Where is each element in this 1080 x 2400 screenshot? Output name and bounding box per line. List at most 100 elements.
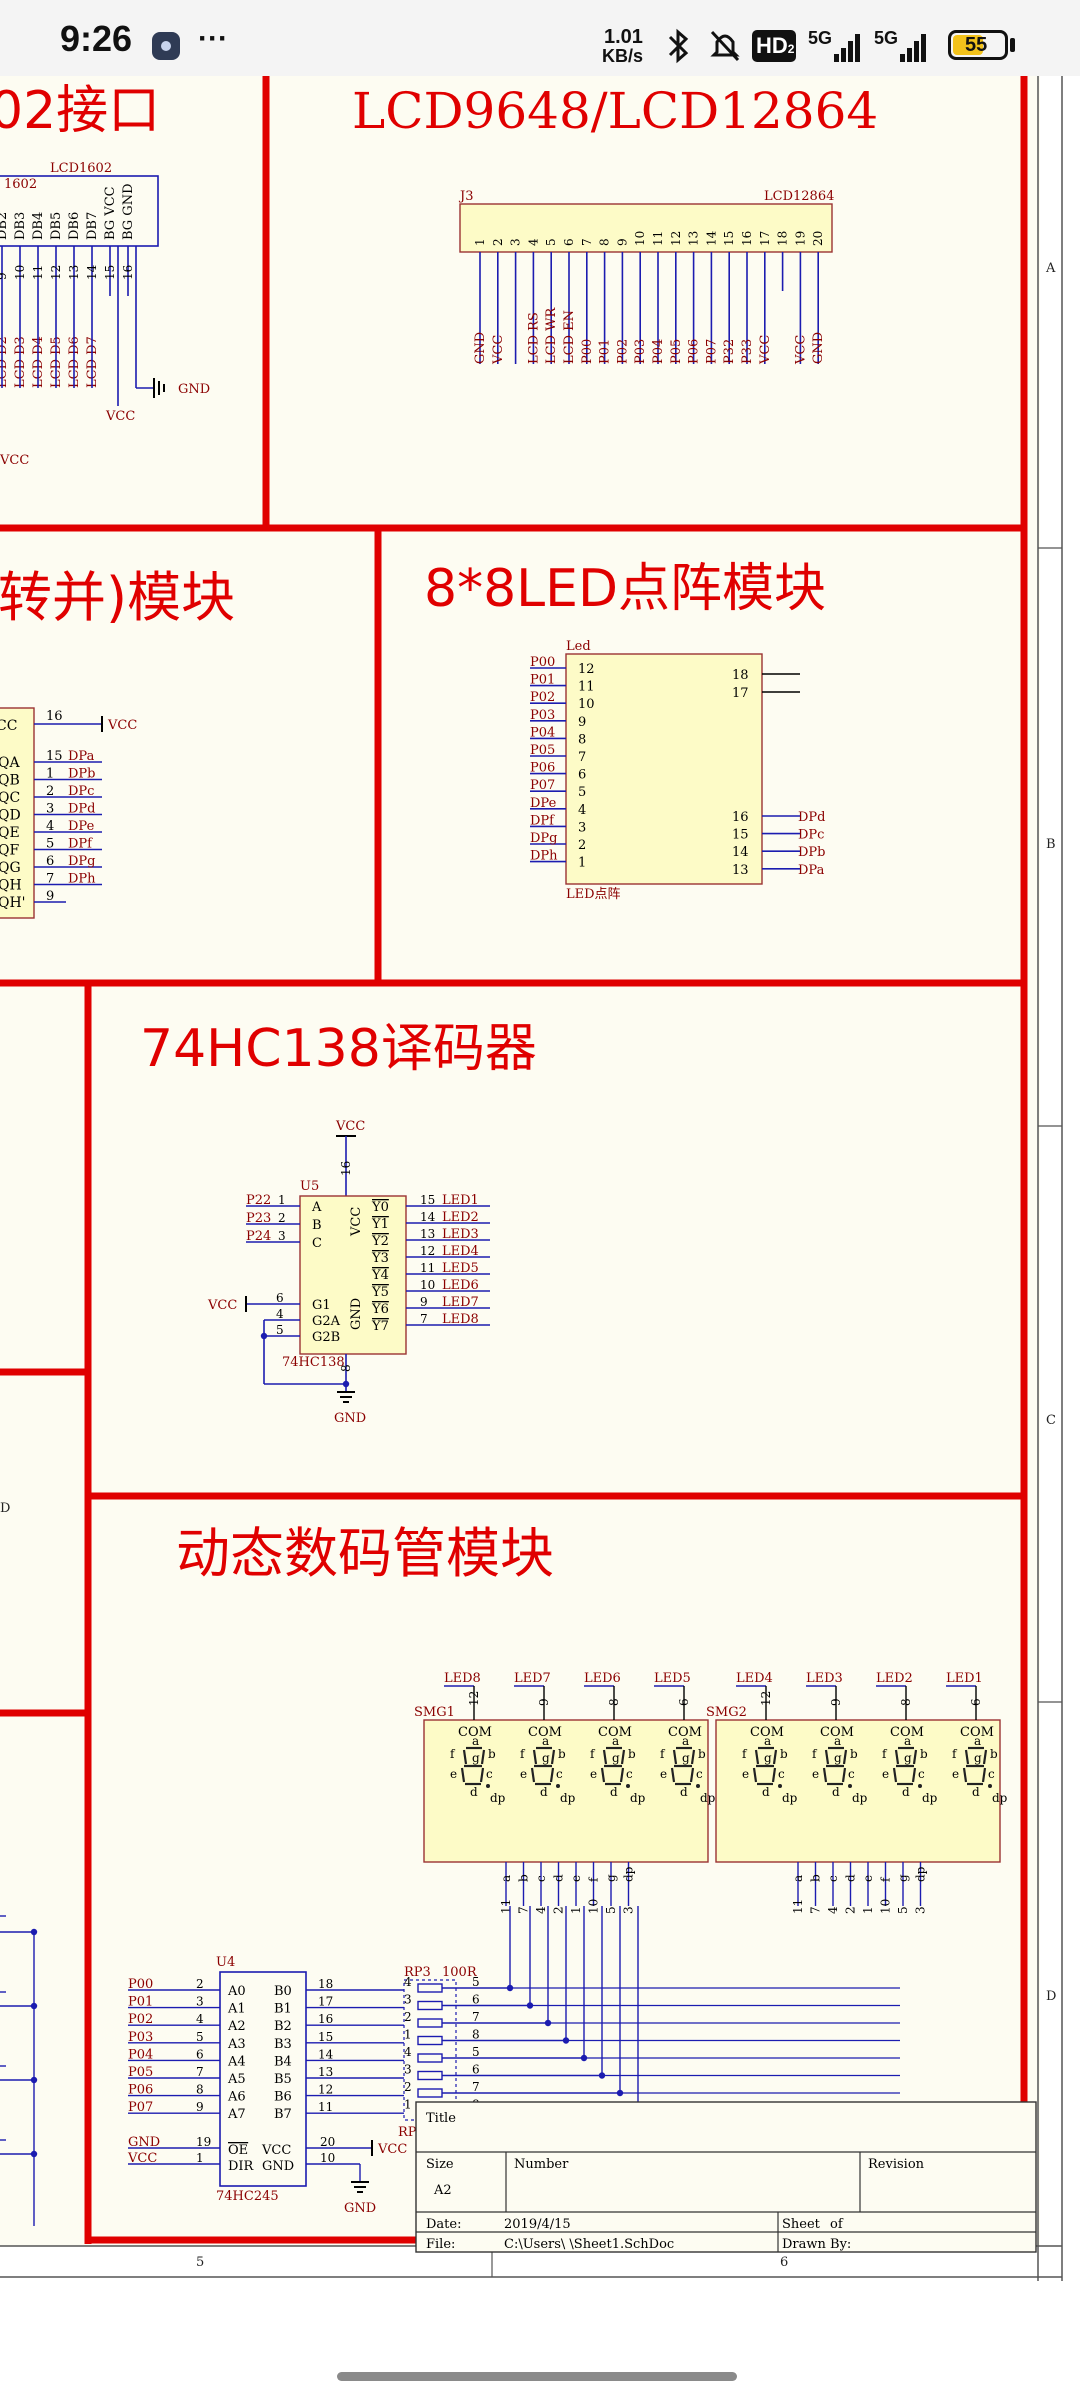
seg-bottom-pin: 1 (569, 1906, 583, 1914)
dec-out-pin-num: 7 (420, 1312, 428, 1326)
dec-out-label: Y7 (371, 1319, 389, 1334)
seg-letter-dp: dp (490, 1791, 506, 1805)
led-net-right: DPd (798, 810, 826, 825)
lcd1602-pin-num: 10 (13, 265, 27, 280)
u4-dir-net: VCC (127, 2151, 157, 2166)
digit-segment (892, 1767, 898, 1783)
j3-pin-num: 12 (669, 231, 683, 246)
j3-ref: J3 (458, 189, 473, 204)
seg-bottom-pin: 10 (587, 1899, 601, 1914)
digit-segment (670, 1767, 676, 1783)
dec-out-label: Y0 (371, 1200, 389, 1215)
seg-letter-b: b (990, 1747, 998, 1761)
digit-dp (556, 1784, 560, 1788)
title-block-sheet-label: Sheet (782, 2217, 821, 2232)
seg-letter-g: g (904, 1751, 912, 1765)
seg-letter-c: c (696, 1767, 703, 1781)
shift-pin-num: 4 (46, 819, 54, 834)
u4-vcc-net: VCC (377, 2142, 407, 2157)
lcd1602-pin-num: 14 (85, 264, 99, 280)
shift-pin-num: 2 (46, 784, 54, 799)
border-col-label: 5 (196, 2255, 204, 2270)
led-pin-num-left: 12 (578, 662, 595, 677)
led-net-right: DPb (798, 845, 826, 860)
dec-gnd: GND (334, 1411, 366, 1426)
seg-letter-a: a (542, 1734, 549, 1748)
j3-net: P00 (580, 339, 595, 364)
u4-out-pin: 16 (318, 2012, 333, 2026)
u4-a-label: A2 (227, 2019, 246, 2034)
led-pin-num-right: 16 (732, 810, 749, 825)
lcd1602-vcc: VCC (105, 409, 135, 424)
dec-in-pin: 3 (278, 1229, 286, 1243)
led-net-left: P02 (530, 690, 555, 705)
seg-bottom-letter: f (879, 1876, 893, 1882)
seg-letter-g: g (682, 1751, 690, 1765)
seg-com-pin-num: 12 (759, 1691, 773, 1706)
dec-in-label: B (312, 1218, 322, 1233)
digit-segment (620, 1749, 626, 1765)
seg-letter-c: c (778, 1767, 785, 1781)
seg-com-label: COM (528, 1725, 562, 1740)
seg-com-label: COM (598, 1725, 632, 1740)
mute-icon (707, 26, 743, 68)
seg-letter-a: a (974, 1734, 981, 1748)
shift-net: DPb (68, 767, 96, 782)
digit-segment (530, 1767, 536, 1783)
lcd1602-pin-name: DB6 (67, 212, 82, 240)
shift-pin-name: QA (0, 755, 20, 771)
digit-segment (912, 1749, 918, 1765)
seg-com-net: LED3 (806, 1671, 843, 1686)
u4-dir-pin: 1 (196, 2151, 204, 2165)
digit-segment (911, 1767, 917, 1783)
led-pin-num-left: 1 (578, 856, 586, 871)
title-block-date-value: 2019/4/15 (504, 2217, 571, 2232)
j3-net: P01 (598, 339, 613, 364)
rp-pin-left: 4 (404, 1975, 412, 1989)
rp-pin-left: 3 (404, 2063, 412, 2077)
led-pin-num-left: 7 (578, 750, 586, 765)
seg-letter-g: g (764, 1751, 772, 1765)
u4-out-pin: 15 (318, 2030, 333, 2044)
signal-icon-1 (818, 30, 860, 68)
dec-out-label: Y4 (371, 1268, 389, 1283)
shift-pin-num: 5 (46, 837, 54, 852)
seg-bottom-letter: d (552, 1874, 566, 1882)
block-title-seg: 动态数码管模块 (176, 1522, 554, 1585)
hd-badge-text: HD (756, 33, 788, 58)
shift-pin-num: 7 (46, 872, 54, 887)
lcd1602-pin-name: DB5 (49, 212, 64, 240)
led-net-left: P07 (530, 778, 555, 793)
seg-letter-e: e (742, 1767, 749, 1781)
seg-bottom-letter: a (791, 1875, 805, 1882)
u4-gnd-pin: 10 (320, 2151, 335, 2165)
lcd1602-pin-name: DB4 (31, 212, 46, 240)
seg-letter-e: e (520, 1767, 527, 1781)
seg-com-pin-num: 6 (969, 1698, 983, 1706)
digit-segment (772, 1749, 778, 1765)
border-row-label: C (1046, 1413, 1056, 1428)
rp-pin-left: 3 (404, 1993, 412, 2007)
led-pin-num-left: 6 (578, 768, 586, 783)
seg-com-pin-num: 8 (607, 1698, 621, 1706)
rp-pin-left: 4 (404, 2045, 412, 2059)
shift-net: DPe (68, 819, 95, 834)
u4-in-pin: 5 (196, 2030, 204, 2044)
u4-in-pin: 4 (196, 2012, 204, 2026)
digit-segment (824, 1749, 830, 1765)
dec-out-label: Y6 (371, 1302, 389, 1317)
seg-bottom-letter: dp (622, 1866, 636, 1882)
battery-level: 55 (965, 34, 988, 56)
u4-a-label: A6 (227, 2090, 246, 2105)
lcd1602-pin-num: 15 (103, 265, 117, 280)
seg-com-pin-num: 8 (899, 1698, 913, 1706)
j3-pin-num: 14 (704, 230, 718, 246)
battery-tip (1010, 38, 1015, 52)
u4-b-label: B7 (274, 2107, 292, 2122)
gesture-nav-bar[interactable] (337, 2372, 737, 2381)
hd-badge-sub: 2 (787, 42, 795, 56)
j3-pin-num: 6 (562, 238, 576, 246)
